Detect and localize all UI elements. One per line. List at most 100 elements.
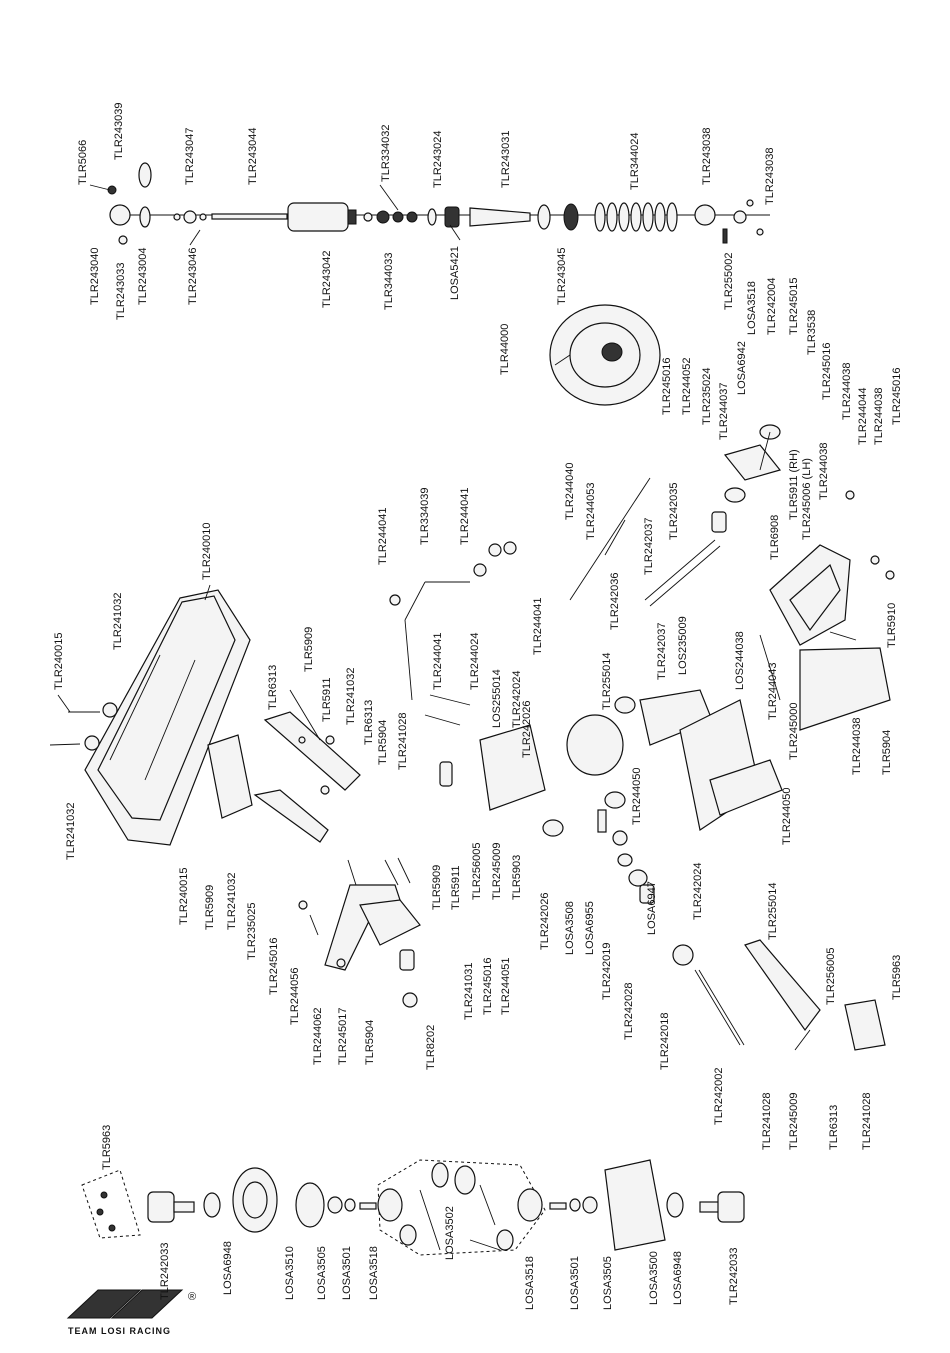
part-label: TLR244051 [500, 958, 512, 1016]
part-label: TLR244043 [767, 663, 779, 721]
part-label: TLR242018 [659, 1013, 671, 1071]
part-label: TLR5910 [886, 603, 898, 648]
part-label: TLR245006 (LH) [801, 458, 813, 540]
part-label: TLR242024 [511, 671, 523, 729]
wing-mount-drawing [207, 689, 361, 843]
part-label: TLR5903 [511, 855, 523, 900]
part-label: TLR5066 [77, 140, 89, 185]
part-label: TLR6313 [828, 1105, 840, 1150]
part-label: TLR243038 [764, 148, 776, 206]
part-label: TLR235024 [701, 368, 713, 426]
part-label: TLR244050 [631, 768, 643, 826]
brand-subtitle: TEAM LOSI RACING [68, 1326, 171, 1336]
part-label: TLR242037 [643, 518, 655, 576]
part-label: TLR245009 [788, 1093, 800, 1151]
shock-assembly-drawing [107, 162, 770, 245]
part-label: LOSA6955 [584, 901, 596, 955]
part-label: TLR244041 [377, 508, 389, 566]
part-label: TLR243046 [187, 248, 199, 306]
transmission-drawing [542, 689, 886, 1051]
part-label: TLR245016 [821, 343, 833, 401]
part-label: LOSA3505 [316, 1246, 328, 1300]
part-label: TLR242036 [609, 573, 621, 631]
part-label: TLR245016 [891, 368, 903, 426]
part-label: TLR245016 [661, 358, 673, 416]
part-label: TLR244062 [312, 1008, 324, 1066]
part-label: TLR244041 [432, 633, 444, 691]
part-label: TLR243004 [137, 248, 149, 306]
part-label: TLR242019 [601, 943, 613, 1001]
part-labels-center: TLR244041 TLR334039 TLR244041 TLR244041 … [377, 488, 793, 941]
part-label: TLR242024 [692, 863, 704, 921]
part-label: LOSA3502 [444, 1206, 456, 1260]
part-label: LOSA6948 [672, 1251, 684, 1305]
part-label: TLR245000 [788, 703, 800, 761]
part-label: TLR243033 [115, 263, 127, 321]
part-label: TLR5963 [891, 955, 903, 1000]
part-label: LOSA3505 [602, 1256, 614, 1310]
part-label: TLR255014 [767, 883, 779, 941]
part-label: TLR255014 [601, 653, 613, 711]
part-label: TLR242002 [713, 1068, 725, 1126]
part-label: TLR245017 [337, 1008, 349, 1066]
part-label: TLR244041 [532, 598, 544, 656]
part-label: LOS244038 [734, 631, 746, 690]
part-label: LOSA3501 [569, 1256, 581, 1310]
part-label: TLR242004 [766, 278, 778, 336]
part-label: TLR6908 [769, 515, 781, 560]
part-label: TLR245016 [482, 958, 494, 1016]
part-label: TLR243042 [321, 251, 333, 309]
part-label: TLR244038 [873, 388, 885, 446]
part-label: LOSA6947 [646, 881, 658, 935]
part-label: TLR242026 [521, 701, 533, 759]
center-bulkhead-drawing [389, 541, 546, 811]
part-label: TLR240015 [178, 868, 190, 926]
part-label: TLR244053 [585, 483, 597, 541]
part-label: TLR255002 [723, 253, 735, 311]
part-label: TLR244037 [718, 383, 730, 441]
part-label: TLR5904 [364, 1020, 376, 1065]
part-label: TLR244044 [857, 388, 869, 446]
part-labels-hub: TLR44000 TLR245016 TLR244052 TLR235024 T… [499, 324, 903, 775]
part-label: TLR241032 [65, 803, 77, 861]
part-label: TLR244038 [851, 718, 863, 776]
part-label: TLR242026 [539, 893, 551, 951]
part-label: LOSA3518 [524, 1256, 536, 1310]
part-label: TLR241028 [761, 1093, 773, 1151]
part-label: LOSA3518 [368, 1246, 380, 1300]
part-label: TLR5911 [321, 678, 333, 722]
part-label: TLR242033 [728, 1248, 740, 1306]
part-label: TLR235025 [246, 903, 258, 961]
part-label: TLR3538 [806, 310, 818, 355]
part-label: TLR245009 [491, 843, 503, 901]
rear-differential-drawing [81, 1159, 745, 1256]
part-label: TLR5963 [101, 1125, 113, 1170]
part-label: TLR241028 [397, 713, 409, 771]
part-label: TLR241028 [861, 1093, 873, 1151]
part-label: TLR244040 [564, 463, 576, 521]
part-label: LOSA5421 [449, 246, 461, 300]
registered-mark: ® [188, 1291, 196, 1303]
part-label: TLR5909 [303, 627, 315, 672]
part-label: TLR256005 [825, 948, 837, 1006]
part-label: TLR244024 [469, 633, 481, 691]
part-label: TLR243044 [247, 128, 259, 186]
part-label: TLR240010 [201, 523, 213, 581]
part-label: TLR344024 [629, 133, 641, 191]
rear-wing-drawing [49, 589, 251, 846]
part-label: TLR243040 [89, 248, 101, 306]
part-label: TLR240015 [53, 633, 65, 691]
part-label: LOSA6948 [222, 1241, 234, 1295]
part-label: TLR244052 [681, 358, 693, 416]
part-label: TLR334039 [419, 488, 431, 546]
part-label: TLR6313 [267, 665, 279, 710]
part-label: LOS235009 [677, 616, 689, 675]
part-label: TLR241032 [226, 873, 238, 931]
part-label: LOSA3501 [341, 1246, 353, 1300]
part-label: TLR242028 [623, 983, 635, 1041]
part-label: TLR5911 (RH) [788, 449, 800, 520]
part-label: TLR243039 [113, 103, 125, 161]
part-label: TLR244041 [459, 488, 471, 546]
